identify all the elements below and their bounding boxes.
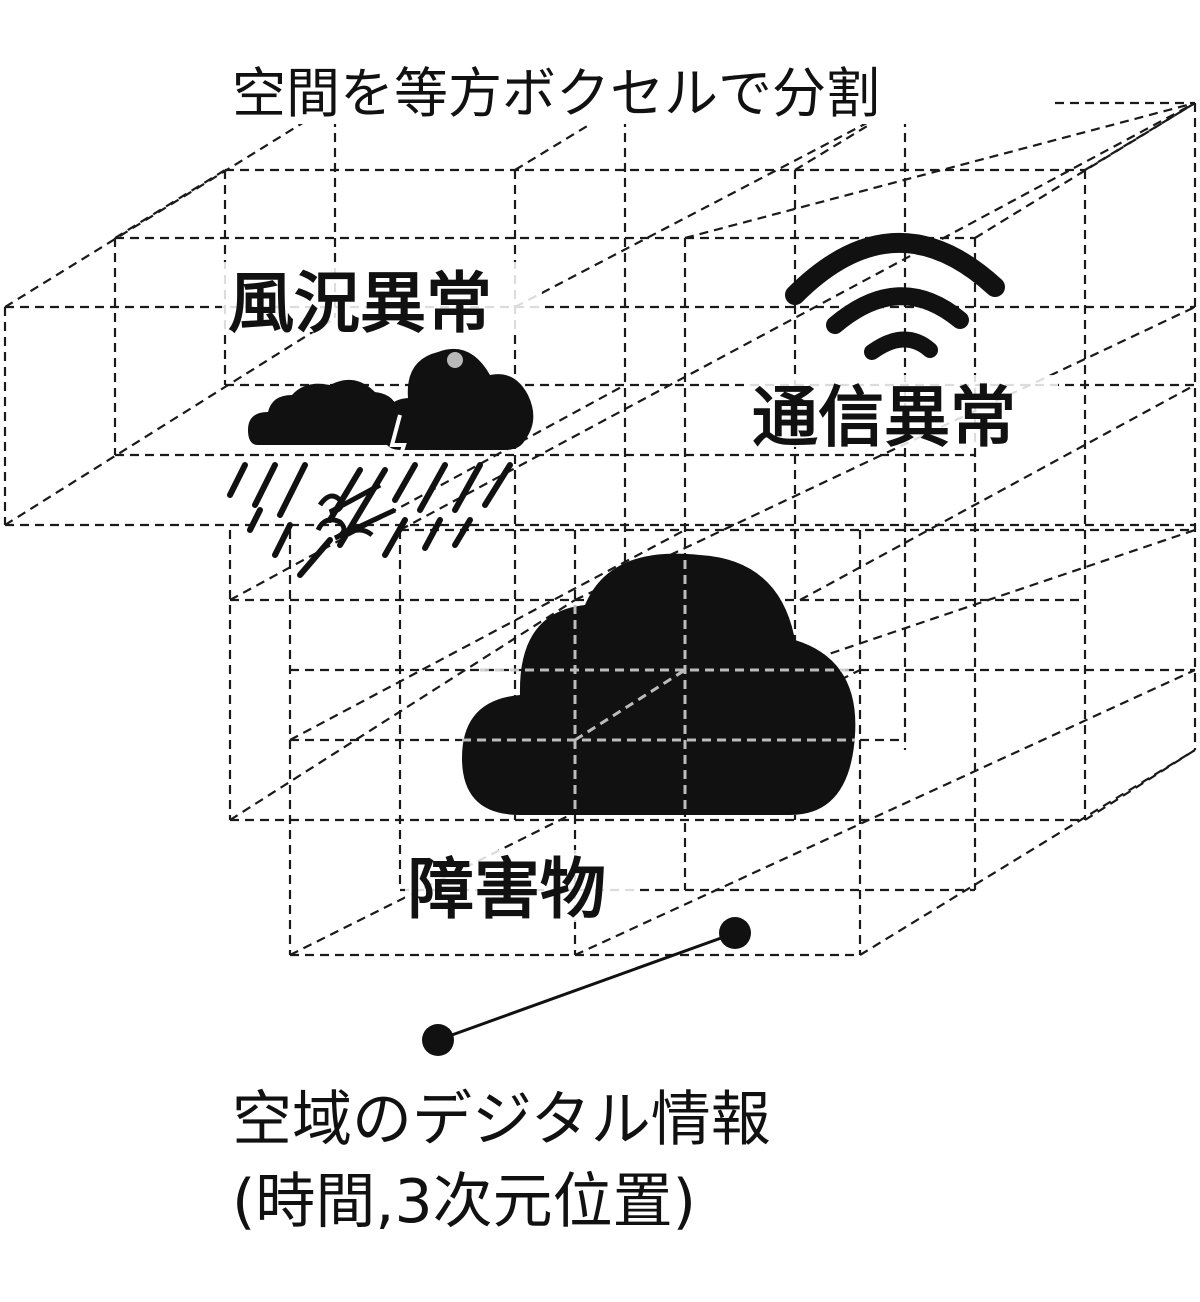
wind-label-backdrop <box>222 262 542 332</box>
obstacle-label-backdrop <box>405 850 640 922</box>
obstacle-label: 障害物 <box>408 851 606 928</box>
comm-label-backdrop <box>748 375 1058 447</box>
wind-anomaly-label: 風況異常 <box>228 265 492 342</box>
caption-line-1: 空域のデジタル情報 <box>232 1085 771 1155</box>
voxel-grid <box>3 101 1197 957</box>
title-backdrop <box>225 52 1055 124</box>
cloud-icon <box>462 553 856 815</box>
pointer-connector <box>422 917 751 1056</box>
wifi-icon <box>785 233 1005 360</box>
comm-anomaly-label: 通信異常 <box>752 379 1016 456</box>
pointer-dot-bottom <box>422 1024 454 1056</box>
caption-line-2: (時間,3次元位置) <box>232 1167 696 1237</box>
diagram-title: 空間を等方ボクセルで分割 <box>232 62 880 125</box>
storm-cloud-icon <box>227 348 534 578</box>
pointer-dot-top <box>719 917 751 949</box>
